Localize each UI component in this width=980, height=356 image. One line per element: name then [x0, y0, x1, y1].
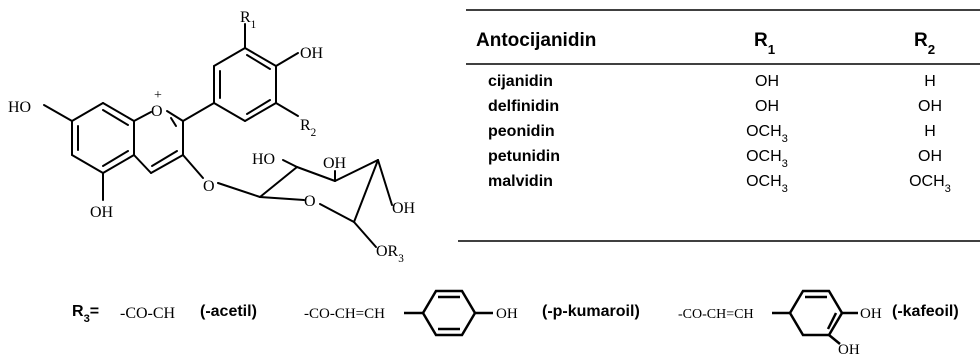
bond: [213, 102, 246, 122]
row-r2: H: [924, 73, 936, 90]
row-r2: OCH3: [909, 173, 951, 195]
coumaroyl-name: (-p-kumaroil): [542, 303, 640, 320]
bond: [353, 221, 377, 248]
bond: [282, 159, 298, 168]
bond: [71, 102, 104, 122]
row-name: peonidin: [488, 123, 555, 140]
bond: [275, 52, 299, 67]
bond: [275, 102, 299, 117]
label-oh-sugar3: OH: [323, 155, 347, 172]
row-r2: OH: [918, 148, 942, 165]
header-antocijanidin: Antocijanidin: [476, 30, 596, 51]
label-or3: OR3: [376, 243, 404, 265]
row-r2: H: [924, 123, 936, 140]
row-r1: OCH3: [746, 123, 788, 145]
row-r2: OH: [918, 98, 942, 115]
bond: [133, 111, 152, 122]
label-o-link: O: [203, 178, 215, 195]
bond: [102, 102, 135, 122]
r3-label: R3=: [72, 303, 99, 325]
row-name: petunidin: [488, 148, 560, 165]
caffeoyl-formula: -CO-CH=CH: [678, 307, 754, 322]
header-r2: R2: [914, 30, 935, 57]
label-ho-a7: HO: [8, 99, 31, 116]
row-name: cijanidin: [488, 73, 553, 90]
acetyl-name: (-acetil): [200, 303, 257, 320]
bond: [71, 154, 104, 174]
double-bond: [170, 117, 177, 127]
bond: [296, 166, 336, 182]
label-plus: +: [154, 88, 162, 103]
row-r1: OCH3: [746, 173, 788, 195]
bond: [259, 196, 305, 201]
row-r1: OH: [755, 98, 779, 115]
row-name: malvidin: [488, 173, 553, 190]
double-bond: [151, 150, 178, 167]
label-r1: R1: [240, 9, 256, 31]
double-bond: [246, 54, 271, 70]
label-oh-b4: OH: [300, 45, 324, 62]
caffeoyl-oh2: OH: [838, 342, 860, 356]
r3-substituents: R3= -CO-CH (-acetil) -CO-CH=CH OH (-p-ku…: [72, 289, 959, 356]
bond: [182, 154, 204, 179]
label-o-plus: O: [151, 103, 163, 120]
bond: [353, 159, 379, 223]
label-ho-sugar: HO: [252, 151, 275, 168]
coumaroyl-formula: -CO-CH=CH: [304, 306, 385, 322]
bond: [166, 110, 184, 122]
bond: [43, 104, 73, 122]
row-r1: OCH3: [746, 148, 788, 170]
bond: [102, 154, 135, 174]
bond: [182, 102, 215, 122]
bond: [150, 154, 184, 174]
double-bond: [246, 99, 271, 115]
caffeoyl-oh1: OH: [860, 306, 882, 322]
row-name: delfinidin: [488, 98, 559, 115]
label-oh-a5: OH: [90, 204, 114, 221]
bond: [133, 154, 152, 174]
bond: [244, 102, 277, 122]
anthocyanin-structure: R1 OH R2 HO O + OH O HO OH O OH OR3: [8, 9, 416, 265]
double-bond: [102, 150, 129, 167]
label-o-ring: O: [304, 193, 316, 210]
header-r1: R1: [754, 30, 776, 57]
bond: [244, 47, 277, 67]
bond: [213, 47, 246, 67]
label-oh-sugar2: OH: [392, 200, 416, 217]
bond: [377, 159, 393, 206]
caffeoyl-benzene-ring: [772, 289, 858, 345]
caffeoyl-name: (-kafeoil): [892, 303, 959, 320]
row-r1: OH: [755, 73, 779, 90]
coumaroyl-benzene-ring: [404, 289, 493, 337]
coumaroyl-oh: OH: [496, 306, 518, 322]
bond: [259, 166, 298, 198]
bond: [319, 203, 355, 223]
acetyl-formula: -CO-CH: [120, 305, 176, 322]
bond: [334, 159, 379, 182]
double-bond: [102, 109, 129, 126]
label-r2: R2: [300, 117, 316, 139]
bond: [217, 182, 261, 198]
